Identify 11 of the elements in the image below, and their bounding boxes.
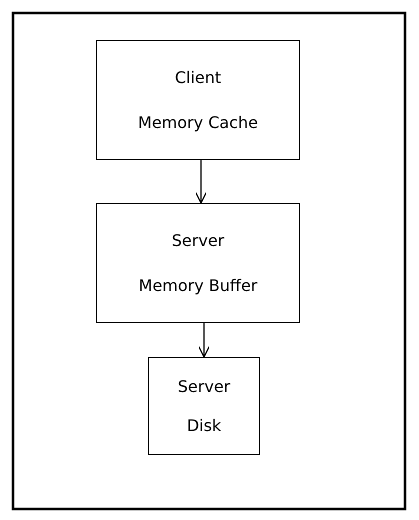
process-box xyxy=(148,357,260,455)
box-label: Server xyxy=(172,230,224,250)
box-label: Disk xyxy=(186,416,222,435)
box-label: Memory Cache xyxy=(138,113,258,132)
box-label: Client xyxy=(174,68,222,87)
box-label: Server xyxy=(178,377,230,396)
arrow xyxy=(195,160,207,204)
process-box xyxy=(96,203,300,323)
arrow xyxy=(198,323,210,358)
process-box xyxy=(96,40,300,160)
box-label: Memory Buffer xyxy=(138,276,258,296)
